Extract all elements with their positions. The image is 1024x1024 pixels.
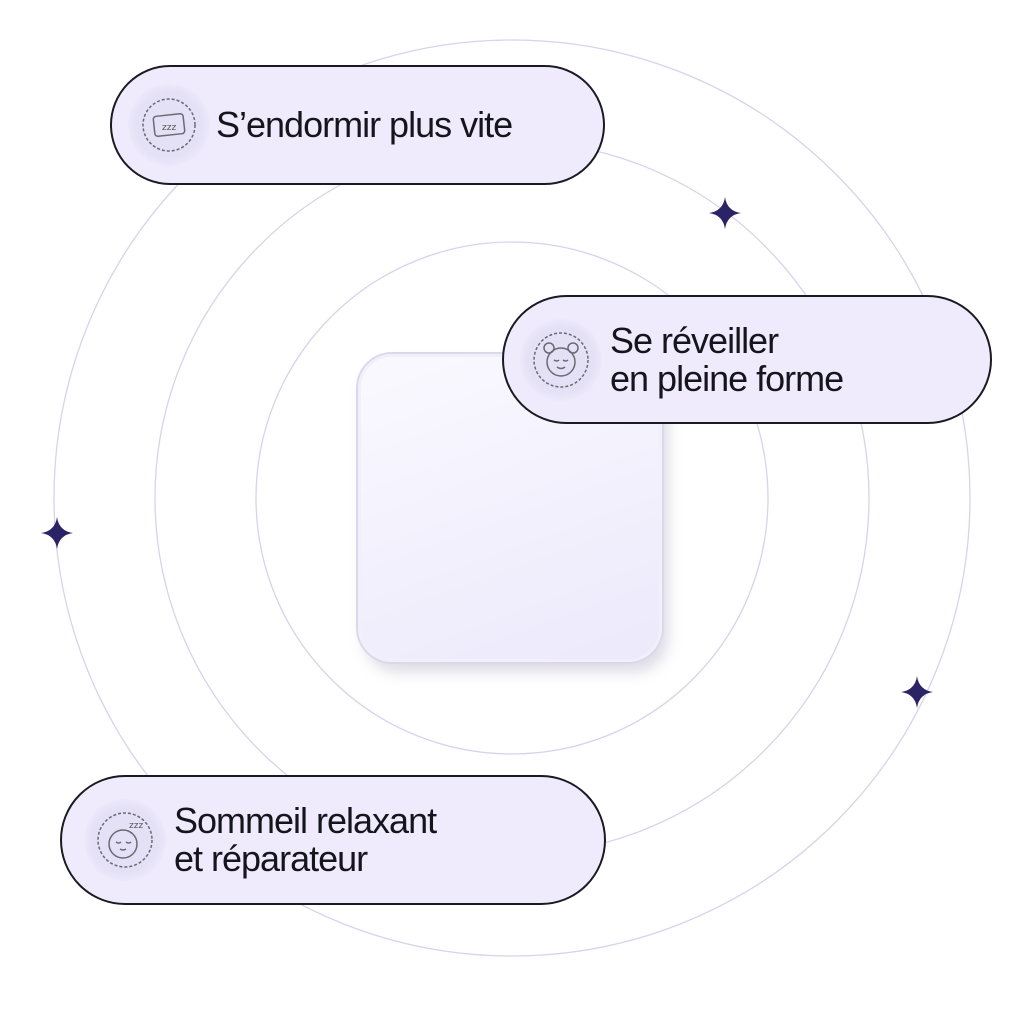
sparkle-icon — [709, 197, 741, 229]
feature-label: S’endormir plus vite — [216, 104, 513, 145]
feature-label-line: Sommeil relaxant — [174, 800, 437, 841]
orbit-ring-inner — [255, 241, 769, 755]
sparkle-icon — [901, 676, 933, 708]
feature-pill-fall-asleep: zzz S’endormir plus vite — [110, 65, 605, 185]
feature-label-line: Se réveiller — [610, 319, 779, 361]
pillow-zzz-icon: zzz — [128, 84, 210, 166]
sparkle-icon — [41, 517, 73, 549]
svg-text:zzz: zzz — [129, 821, 143, 831]
feature-pill-wake-up: Se réveiller en pleine forme — [502, 295, 992, 424]
sleeping-face-icon: zzz — [84, 799, 166, 881]
feature-label-line: en pleine forme — [610, 357, 844, 399]
orbit-ring-outer — [53, 39, 971, 957]
feature-pill-restful-sleep: zzz Sommeil relaxant et réparateur — [60, 775, 606, 905]
feature-label-line: et réparateur — [174, 838, 368, 879]
svg-text:zzz: zzz — [162, 123, 176, 133]
alarm-clock-face-icon — [520, 318, 602, 401]
